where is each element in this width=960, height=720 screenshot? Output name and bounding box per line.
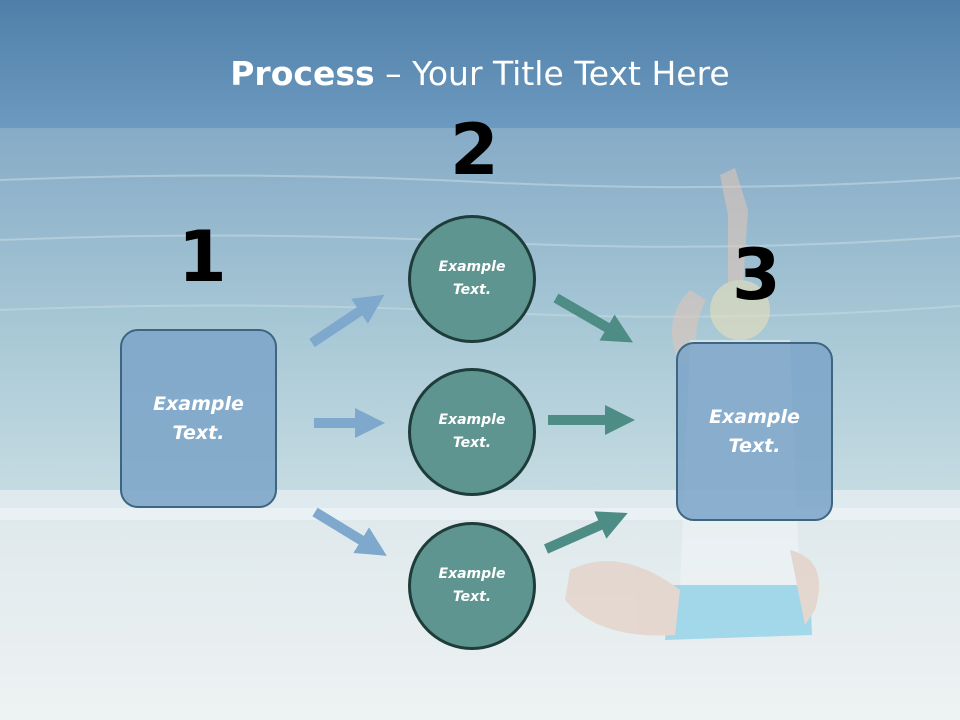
circle-middle: Example Text.: [408, 368, 536, 496]
arrow-bottom-to-end: [543, 511, 628, 554]
arrow-start-to-bottom: [312, 507, 387, 556]
circle-top: Example Text.: [408, 215, 536, 343]
slide-title: Process – Your Title Text Here: [0, 52, 960, 96]
circle-bottom: Example Text.: [408, 522, 536, 650]
start-box: Example Text.: [120, 329, 277, 508]
step-number-2: 2: [450, 109, 499, 191]
step-number-1: 1: [178, 216, 227, 298]
step-number-3: 3: [732, 234, 781, 316]
slide-title-bold: Process: [230, 54, 375, 93]
end-box: Example Text.: [676, 342, 833, 521]
arrow-start-to-top: [309, 294, 385, 348]
slide-title-rest: – Your Title Text Here: [374, 54, 730, 93]
arrow-top-to-end: [553, 293, 633, 343]
